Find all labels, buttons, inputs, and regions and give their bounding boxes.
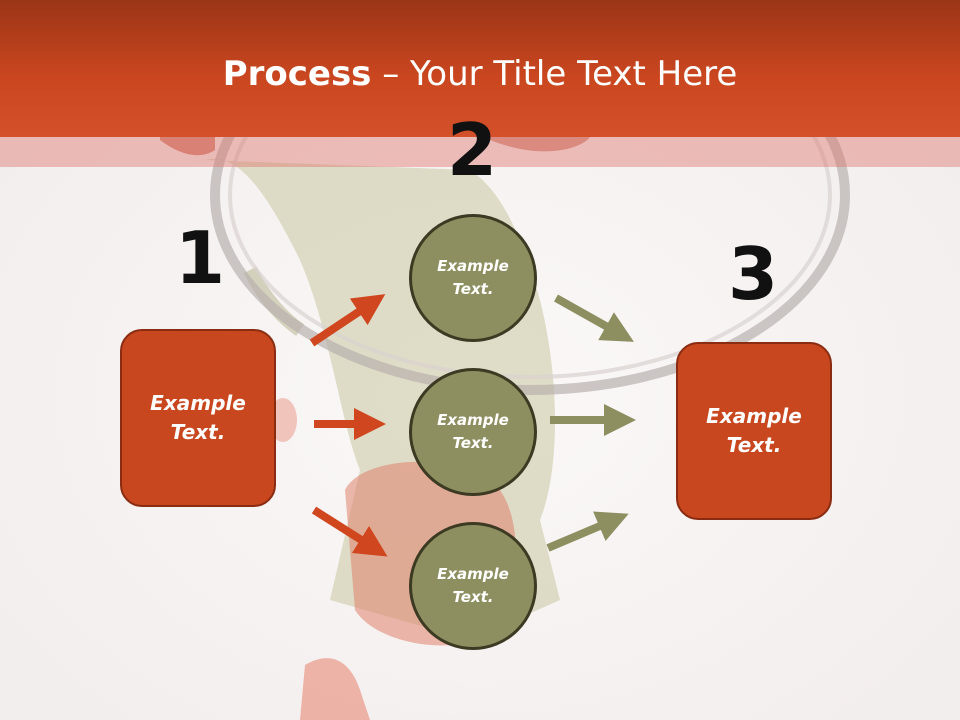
circle-2-line-2: Text.	[452, 434, 494, 452]
step-number-1: 1	[174, 216, 226, 300]
title-strip	[0, 137, 960, 167]
right-box: Example Text.	[676, 342, 832, 520]
circle-3: Example Text.	[409, 522, 537, 650]
circle-1-line-2: Text.	[452, 280, 494, 298]
circle-2: Example Text.	[409, 368, 537, 496]
left-box-text: Example Text.	[138, 389, 258, 447]
left-box-line-1: Example	[150, 391, 246, 415]
circle-1: Example Text.	[409, 214, 537, 342]
step-number-3: 3	[727, 232, 779, 316]
circle-3-text: Example Text.	[423, 563, 523, 609]
circle-1-text: Example Text.	[423, 255, 523, 301]
circle-3-line-2: Text.	[452, 588, 494, 606]
circle-2-text: Example Text.	[423, 409, 523, 455]
circle-1-line-1: Example	[437, 257, 509, 275]
slide-title: Process – Your Title Text Here	[0, 52, 960, 96]
left-box: Example Text.	[120, 329, 276, 507]
arrow-to-circle-1	[309, 294, 386, 347]
title-bar	[0, 0, 960, 137]
step-number-2: 2	[446, 108, 498, 192]
arrow-from-circle-3	[546, 511, 629, 552]
title-rest: – Your Title Text Here	[371, 54, 738, 94]
arrow-from-circle-1	[554, 294, 634, 342]
right-box-line-2: Text.	[726, 433, 782, 457]
right-box-text: Example Text.	[694, 402, 814, 460]
left-box-line-2: Text.	[170, 420, 226, 444]
right-box-line-1: Example	[706, 404, 802, 428]
circle-2-line-1: Example	[437, 411, 509, 429]
circle-3-line-1: Example	[437, 565, 509, 583]
title-bold: Process	[222, 54, 372, 94]
arrow-to-circle-3	[311, 506, 388, 557]
